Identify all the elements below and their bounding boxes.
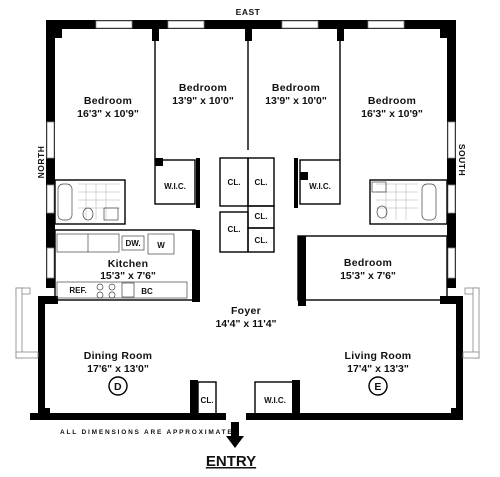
dining-room-dims: 17'6" x 13'0": [87, 363, 149, 375]
bedroom-3-name: Bedroom: [272, 82, 320, 94]
closet-lower-left: CL.: [228, 225, 241, 234]
sink-icon: [103, 207, 119, 221]
closet-upper-left: CL.: [228, 178, 241, 187]
foyer-name: Foyer: [231, 305, 261, 317]
wic-bottom: W.I.C.: [264, 396, 286, 405]
living-room-dims: 17'4" x 13'3": [347, 363, 409, 375]
kitchen-name: Kitchen: [108, 258, 149, 270]
washer-label: W: [157, 241, 165, 250]
windows: [15, 20, 480, 359]
wic-left: W.I.C.: [164, 182, 186, 191]
foyer-dims: 14'4" x 11'4": [215, 318, 276, 330]
kitchen-dims: 15'3" x 7'6": [100, 270, 156, 282]
dining-room-name: Dining Room: [84, 350, 153, 362]
compass-east: EAST: [236, 7, 261, 17]
entry-arrow-icon: [226, 422, 244, 448]
closet-mid-right: CL.: [255, 212, 268, 221]
counter: [56, 281, 188, 299]
dishwasher-box: [121, 235, 145, 251]
living-marker-circle: [368, 376, 388, 396]
approximate-note: ALL DIMENSIONS ARE APPROXIMATE: [60, 429, 234, 436]
bedroom-3-dims: 13'9" x 10'0": [265, 95, 327, 107]
bedroom-4-dims: 16'3" x 10'9": [361, 108, 423, 120]
compass-south: SOUTH: [457, 144, 467, 176]
bedroom-4-name: Bedroom: [368, 95, 416, 107]
closet-dining: CL.: [201, 396, 214, 405]
closet-lower-right: CL.: [255, 236, 268, 245]
bedroom-5-name: Bedroom: [344, 257, 392, 269]
closet-upper-right: CL.: [255, 178, 268, 187]
dining-marker: D: [114, 381, 122, 393]
compass-north: NORTH: [36, 146, 46, 179]
bedroom-1-dims: 16'3" x 10'9": [77, 108, 139, 120]
refrigerator-label: REF.: [69, 286, 86, 295]
bedroom-2-dims: 13'9" x 10'0": [172, 95, 234, 107]
toilet-icon: [376, 205, 388, 219]
sink-icon: [371, 181, 387, 193]
washer-box: [147, 233, 175, 255]
bedroom-5-dims: 15'3" x 7'6": [340, 270, 396, 282]
toilet-icon: [82, 207, 94, 221]
living-room-name: Living Room: [345, 350, 412, 362]
interior-walls: [54, 29, 448, 420]
bc-label: BC: [141, 287, 153, 296]
bedroom-2-name: Bedroom: [179, 82, 227, 94]
dining-marker-circle: [108, 376, 128, 396]
fixtures: [56, 181, 437, 299]
wic-right: W.I.C.: [309, 182, 331, 191]
entry-label: ENTRY: [206, 453, 256, 470]
bedroom-1-name: Bedroom: [84, 95, 132, 107]
living-marker: E: [374, 381, 381, 393]
dishwasher-label: DW.: [125, 239, 140, 248]
